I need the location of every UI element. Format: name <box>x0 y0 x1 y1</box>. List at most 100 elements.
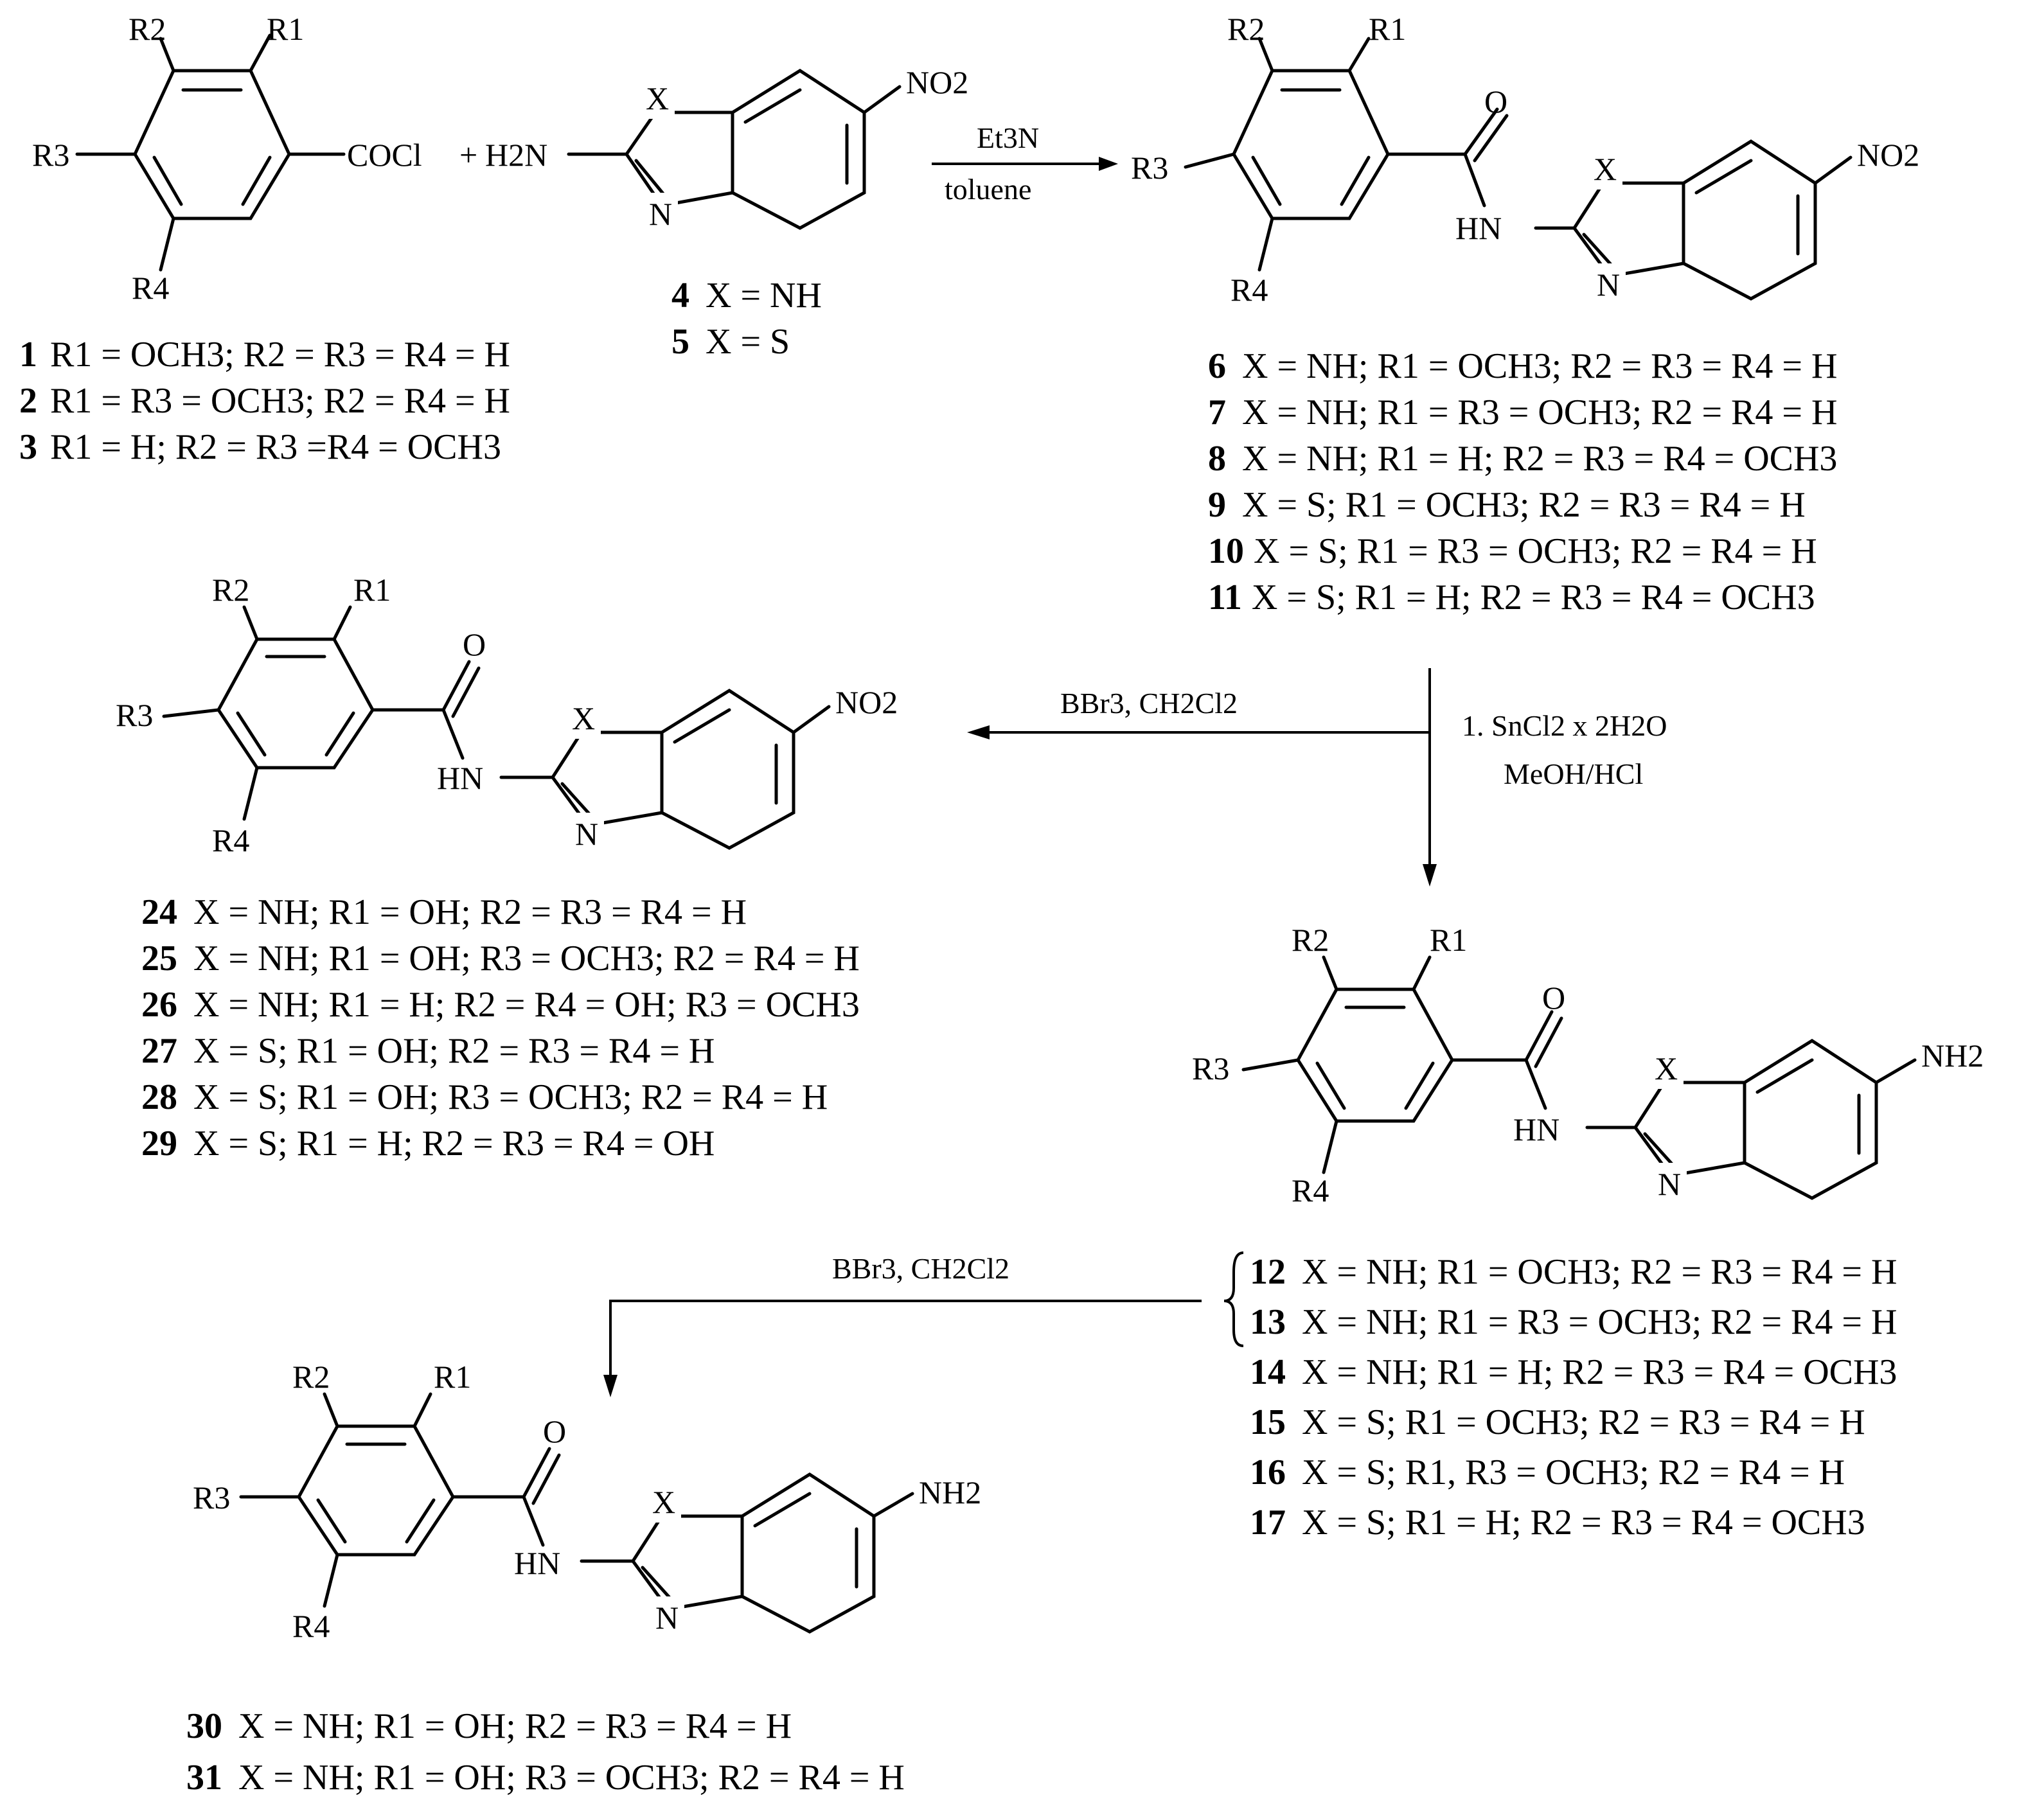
label-cocl: COCl <box>347 137 422 173</box>
arrow-step1: Et3N toluene <box>932 121 1118 206</box>
label-no2: NO2 <box>835 684 898 720</box>
label-r3: R3 <box>116 697 153 733</box>
label-n: N <box>1597 267 1620 303</box>
label-r1: R1 <box>353 572 391 608</box>
brace-12-13 <box>1223 1251 1244 1347</box>
label-o: O <box>543 1413 566 1449</box>
plus-sign: + <box>459 137 477 173</box>
five-membered-ring <box>624 110 734 208</box>
label-n: N <box>655 1600 679 1636</box>
label-r4: R4 <box>1231 272 1268 308</box>
label-hn: HN <box>1513 1111 1559 1147</box>
label-r3: R3 <box>193 1480 230 1515</box>
structure-hydroxy-amino: R2 R1 R3 R4 O HN X N NH2 <box>193 1359 981 1644</box>
label-r4: R4 <box>132 270 169 306</box>
label-nh2: NH2 <box>919 1474 981 1510</box>
label-x: X <box>1655 1050 1678 1086</box>
label-x: X <box>652 1484 675 1520</box>
structure-hydroxy-nitro: R2 R1 R3 R4 O HN X N NO2 <box>116 572 898 858</box>
label-r3: R3 <box>32 137 69 173</box>
label-r2: R2 <box>212 572 249 608</box>
label-r2: R2 <box>292 1359 330 1395</box>
label-r3: R3 <box>1192 1050 1229 1086</box>
label-h2n: H2N <box>485 137 547 173</box>
reagent-toluene: toluene <box>945 173 1031 206</box>
label-r4: R4 <box>1292 1172 1329 1208</box>
label-r2: R2 <box>1227 11 1265 47</box>
arrow-bbr3-nitro: BBr3, CH2Cl2 <box>967 668 1431 739</box>
label-r4: R4 <box>212 822 249 858</box>
label-r4: R4 <box>292 1608 330 1644</box>
label-no2: NO2 <box>1857 137 1919 173</box>
bond-r2 <box>159 37 175 73</box>
label-r1: R1 <box>1430 922 1467 958</box>
label-hn: HN <box>1455 210 1502 246</box>
structure-nitro-amide: R2 R1 R3 R4 O HN X N NO2 <box>1131 11 1919 308</box>
reagent-bbr3: BBr3, CH2Cl2 <box>1060 687 1238 720</box>
label-r1: R1 <box>434 1359 471 1395</box>
benzene-ring <box>133 69 291 220</box>
benzo-ring <box>731 69 866 230</box>
reagent-et3n: Et3N <box>977 121 1039 154</box>
bond-r1 <box>249 33 272 73</box>
label-x: X <box>646 80 669 116</box>
arrow-reduction: 1. SnCl2 x 2H2O MeOH/HCl <box>1423 709 1667 887</box>
label-x: X <box>572 700 595 736</box>
structure-amino-amide: R2 R1 R3 R4 O HN X N NH2 <box>1192 922 1984 1208</box>
label-o: O <box>1484 84 1507 119</box>
reagent-sncl2: 1. SnCl2 x 2H2O <box>1462 709 1667 742</box>
label-n: N <box>575 816 598 852</box>
label-o: O <box>1542 980 1565 1016</box>
structure-aminoheterocycle: H2N X N NO2 <box>485 64 968 232</box>
label-r3: R3 <box>1131 150 1168 186</box>
label-hn: HN <box>437 760 483 796</box>
label-n: N <box>1658 1166 1681 1202</box>
label-r1: R1 <box>1369 11 1406 47</box>
label-n: N <box>649 196 672 232</box>
label-no2: NO2 <box>906 64 968 100</box>
label-r2: R2 <box>129 11 166 47</box>
label-x: X <box>1594 151 1617 187</box>
label-r1: R1 <box>267 11 304 47</box>
label-r2: R2 <box>1292 922 1329 958</box>
reagent-meoh-hcl: MeOH/HCl <box>1504 757 1643 790</box>
label-hn: HN <box>514 1545 560 1581</box>
bond-r4 <box>159 216 175 272</box>
arrow-bbr3-amino: BBr3, CH2Cl2 <box>603 1252 1202 1397</box>
label-o: O <box>463 626 486 662</box>
label-nh2: NH2 <box>1921 1038 1984 1073</box>
reagent-bbr3: BBr3, CH2Cl2 <box>832 1252 1009 1285</box>
